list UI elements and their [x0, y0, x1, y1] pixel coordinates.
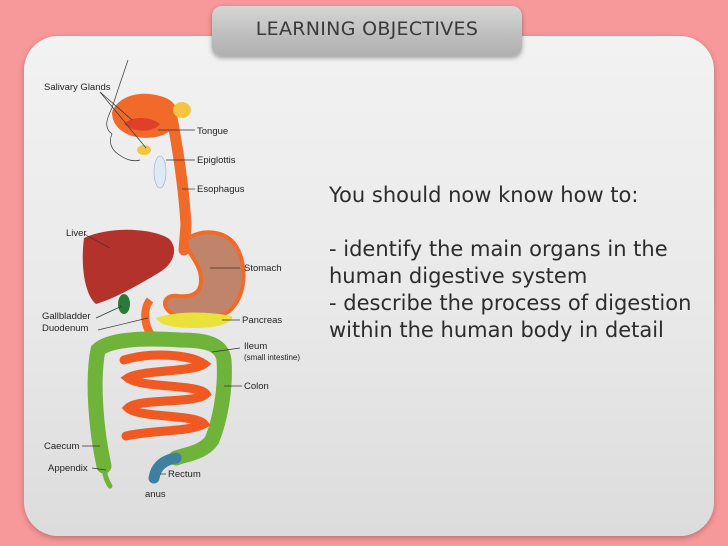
label-esophagus: Esophagus — [197, 184, 245, 195]
leader-ileum — [211, 347, 241, 353]
label-duodenum: Duodenum — [42, 323, 89, 334]
label-colon: Colon — [244, 381, 269, 392]
liver-shape — [82, 229, 175, 304]
label-gallbladder: Gallbladder — [42, 311, 91, 322]
objective-item-1: - identify the main organs in the human … — [329, 237, 668, 288]
label-ileum: Ileum — [244, 341, 267, 352]
leader-liver — [83, 233, 111, 249]
objective-item-2: - describe the process of digestion with… — [329, 291, 692, 342]
head-outline — [106, 59, 141, 162]
label-epiglottis: Epiglottis — [197, 155, 236, 166]
epiglottis-shape — [153, 155, 167, 189]
title-tab: LEARNING OBJECTIVES — [212, 6, 522, 56]
tongue-shape — [124, 118, 160, 131]
label-salivary-glands: Salivary Glands — [44, 82, 111, 93]
esophagus-shape — [166, 112, 192, 256]
rectum-shape — [148, 452, 182, 484]
label-rectum: Rectum — [168, 469, 201, 480]
objectives-intro: You should now know how to: — [329, 183, 639, 207]
slide-title: LEARNING OBJECTIVES — [255, 18, 479, 40]
label-pancreas: Pancreas — [242, 315, 282, 326]
leader-salivary-1 — [99, 91, 133, 121]
label-anus: anus — [145, 489, 166, 500]
leader-salivary-2 — [99, 91, 147, 149]
pancreas-shape — [156, 312, 233, 328]
colon-shape — [87, 331, 232, 474]
objectives-text: You should now know how to: - identify t… — [329, 182, 709, 344]
leader-duodenum — [97, 317, 149, 331]
label-stomach: Stomach — [244, 263, 282, 274]
leader-appendix — [91, 467, 107, 471]
label-appendix: Appendix — [48, 463, 88, 474]
leader-gallbladder — [95, 305, 123, 319]
label-tongue: Tongue — [197, 126, 228, 137]
appendix-shape — [101, 461, 113, 489]
label-caecum: Caecum — [44, 441, 79, 452]
label-liver: Liver — [66, 228, 87, 239]
mouth-shape — [112, 93, 178, 138]
stomach-shape — [162, 230, 246, 322]
salivary-gland-sub — [137, 145, 151, 155]
salivary-gland-parotid — [173, 102, 191, 118]
gallbladder-shape — [118, 294, 130, 314]
small-intestine-shape — [119, 350, 212, 441]
label-ileum-sub: (small intestine) — [244, 353, 300, 362]
